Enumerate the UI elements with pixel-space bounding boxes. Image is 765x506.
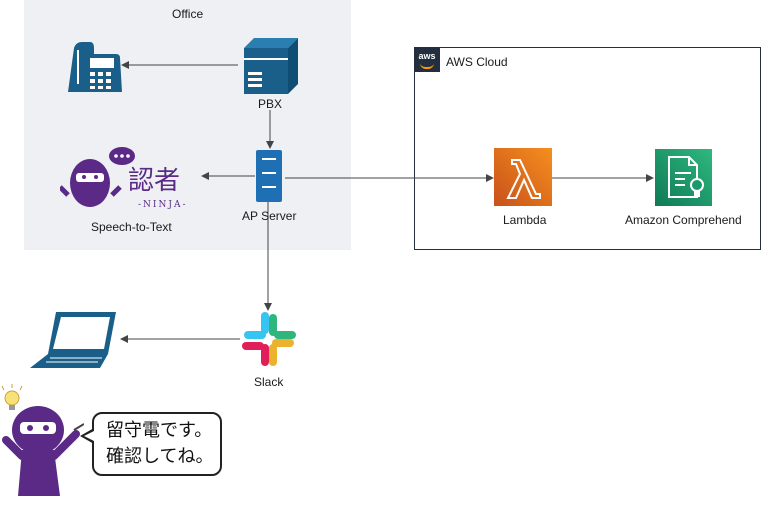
- server-icon: [256, 150, 282, 202]
- ninja-logo-icon: 認者 -NINJA-: [58, 147, 188, 210]
- slack-icon: [242, 312, 296, 366]
- lambda-node: [494, 148, 552, 206]
- lambda-label: Lambda: [503, 213, 547, 227]
- ninja-character: [0, 384, 85, 501]
- aws-cloud-group: [414, 47, 761, 250]
- comprehend-node: [655, 149, 712, 206]
- svg-text:-NINJA-: -NINJA-: [138, 200, 188, 210]
- lambda-icon: [494, 148, 552, 206]
- speech-bubble-tail-inner: [84, 431, 94, 441]
- comprehend-icon: [655, 149, 712, 206]
- svg-text:認者: 認者: [128, 166, 180, 196]
- slack-node: [240, 310, 298, 368]
- speech-bubble-line-2: 確認してね。: [106, 446, 214, 467]
- office-group-label: Office: [172, 7, 204, 21]
- ip-phone-icon: [68, 42, 122, 92]
- ip-phone-node: [60, 40, 124, 94]
- slack-label: Slack: [254, 375, 284, 389]
- speech-bubble: 留守電です。 確認してね。: [92, 412, 222, 476]
- pbx-node: [240, 38, 300, 94]
- aws-cloud-label: AWS Cloud: [446, 55, 508, 69]
- ap-server-node: [256, 150, 282, 202]
- speech-to-text-node: 認者 -NINJA-: [58, 143, 200, 213]
- speech-bubble-line-1: 留守電です。: [106, 420, 213, 441]
- pbx-server-icon: [244, 38, 298, 94]
- laptop-icon: [30, 312, 116, 368]
- laptop-node: [28, 310, 120, 372]
- aws-logo-icon: aws: [414, 47, 440, 72]
- comprehend-label: Amazon Comprehend: [625, 213, 742, 227]
- ap-server-label: AP Server: [242, 209, 297, 223]
- ninja-mascot-icon: [1, 384, 85, 496]
- pbx-label: PBX: [258, 97, 283, 111]
- speech-to-text-label: Speech-to-Text: [91, 220, 172, 234]
